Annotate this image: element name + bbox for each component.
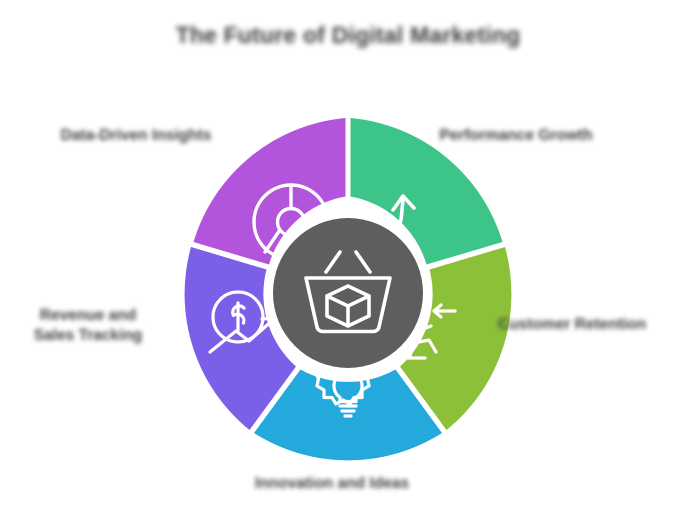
segment-label-growth: Performance Growth [439, 127, 593, 144]
lightbulb-gear-icon [312, 354, 374, 418]
center-hub[interactable] [273, 218, 423, 368]
petal-wheel-diagram [148, 100, 548, 480]
wheel-svg [184, 118, 512, 461]
shopping-basket-box-icon [304, 250, 392, 334]
segment-label-innovation: Innovation and Ideas [254, 475, 410, 492]
dollar-trend-icon [208, 290, 276, 354]
segment-growth-shape[interactable] [350, 118, 503, 265]
segment-label-analytics: Data-Driven Insights [60, 127, 212, 144]
segment-retention-shape[interactable] [400, 247, 512, 430]
page-title: The Future of Digital Marketing [175, 22, 521, 48]
segment-label-retention: Customer Retention [498, 316, 647, 333]
segment-revenue[interactable] [184, 247, 296, 430]
segment-revenue-shape[interactable] [184, 247, 296, 430]
segment-label-revenue: Revenue and Sales Tracking [33, 307, 143, 345]
segment-innovation[interactable] [254, 354, 442, 461]
center-hub-circle[interactable] [273, 218, 423, 368]
